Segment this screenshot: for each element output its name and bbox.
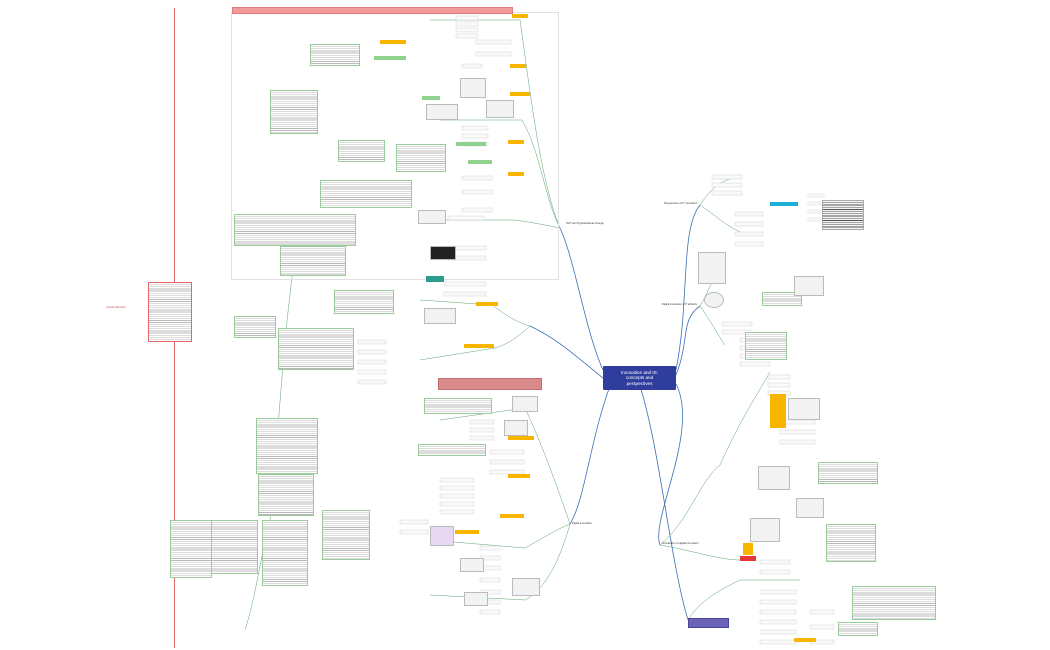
thumbnail-4 [418, 210, 446, 224]
branch-line-left [529, 325, 604, 379]
thumbnail-12 [698, 252, 726, 284]
text-block-r1 [762, 292, 802, 306]
orange-node-8 [476, 302, 498, 306]
text-block-8 [234, 316, 276, 338]
central-topic-line-3: perspectives [626, 380, 653, 386]
text-block-3 [338, 140, 385, 162]
text-block-18 [418, 444, 486, 456]
text-block-13 [210, 520, 258, 574]
root-note-box [148, 282, 192, 342]
green-node-3 [468, 160, 492, 164]
thumbnail-8 [430, 526, 454, 546]
thumbnail-10 [464, 592, 488, 606]
text-block-5 [234, 214, 356, 246]
summary-card [822, 200, 864, 230]
central-topic-line-2: concepts and [625, 375, 654, 381]
thumbnail-9 [460, 558, 484, 572]
central-topic-line-1: Innovation and IS: [620, 370, 659, 375]
text-block-12 [258, 474, 314, 516]
text-block-15 [262, 520, 308, 586]
text-block-r3 [818, 462, 878, 484]
branch-label-is-change[interactable]: IS/IT and Organizational Change [566, 222, 604, 225]
orange-node-9 [464, 344, 494, 348]
branch-line-right [675, 305, 701, 376]
text-block-r4 [826, 524, 876, 562]
branch-label-digital-innovation[interactable]: Digital Innovation [572, 522, 592, 525]
orange-node-6 [380, 40, 406, 44]
orange-node-14 [794, 638, 816, 642]
text-block-4 [396, 144, 446, 172]
orange-node-4 [508, 140, 524, 144]
orange-node-5 [508, 172, 524, 176]
orange-node-1 [512, 14, 528, 18]
orange-node-10 [508, 436, 534, 440]
branch-line-bottom-left [569, 385, 611, 525]
thumbnail-18 [750, 518, 780, 542]
text-block-7 [320, 180, 412, 208]
green-node-2 [456, 142, 486, 146]
orange-node-11 [508, 474, 530, 478]
green-node-4 [374, 56, 406, 60]
main-branches [529, 204, 701, 621]
lower-left-region [438, 378, 542, 390]
thumbnail-1 [460, 78, 486, 98]
thumbnail-13 [704, 292, 724, 308]
purple-tag [688, 618, 729, 628]
leaf-nodes-upper-left [443, 15, 512, 297]
branch-line-bottom-right [658, 383, 683, 546]
branch-line-bottom [639, 385, 689, 621]
text-block-r5 [852, 586, 936, 620]
text-block-10 [278, 328, 354, 370]
text-block-6 [280, 246, 346, 276]
thumbnail-19 [430, 246, 456, 260]
text-block-r2 [745, 332, 787, 360]
orange-image-2 [743, 543, 753, 555]
thumbnail-11 [512, 578, 540, 596]
text-block-r6 [838, 622, 878, 636]
thumbnail-14 [794, 276, 824, 296]
thumbnail-17 [796, 498, 824, 518]
cyan-node [770, 202, 798, 206]
text-block-9 [334, 290, 394, 314]
thumbnail-2 [426, 104, 458, 120]
branch-label-artifacts[interactable]: Digital innovation & IT artifacts [662, 303, 697, 306]
text-block-11 [256, 418, 318, 474]
region-header-bar [232, 7, 513, 14]
thumbnail-5 [424, 308, 456, 324]
thumbnail-3 [486, 100, 514, 118]
branch-label-perspectives[interactable]: Perspectives of IT innovation [664, 202, 698, 205]
central-topic[interactable]: Innovation and IS: concepts and perspect… [603, 366, 676, 390]
green-node-1 [422, 96, 440, 100]
teal-node [426, 276, 444, 282]
leaf-nodes-right [711, 174, 835, 645]
thumbnail-7 [504, 420, 528, 436]
text-block-2 [270, 90, 318, 134]
left-root-label: Course Structure [106, 306, 126, 309]
orange-node-3 [510, 92, 530, 96]
thumbnail-16 [758, 466, 790, 490]
orange-node-13 [455, 530, 479, 534]
orange-node-2 [510, 64, 526, 68]
orange-node-12 [500, 514, 524, 518]
branch-label-intro[interactable]: Introduction to digital innovation [662, 542, 699, 545]
branch-line-top-right [675, 204, 701, 371]
branch-line-top-left [559, 227, 604, 371]
text-block-1 [310, 44, 360, 66]
orange-image-1 [770, 394, 786, 428]
text-block-16 [322, 510, 370, 560]
thumbnail-6 [512, 396, 538, 412]
red-tag [740, 556, 756, 561]
thumbnail-15 [788, 398, 820, 420]
text-block-17 [424, 398, 492, 414]
text-block-14 [170, 520, 212, 578]
